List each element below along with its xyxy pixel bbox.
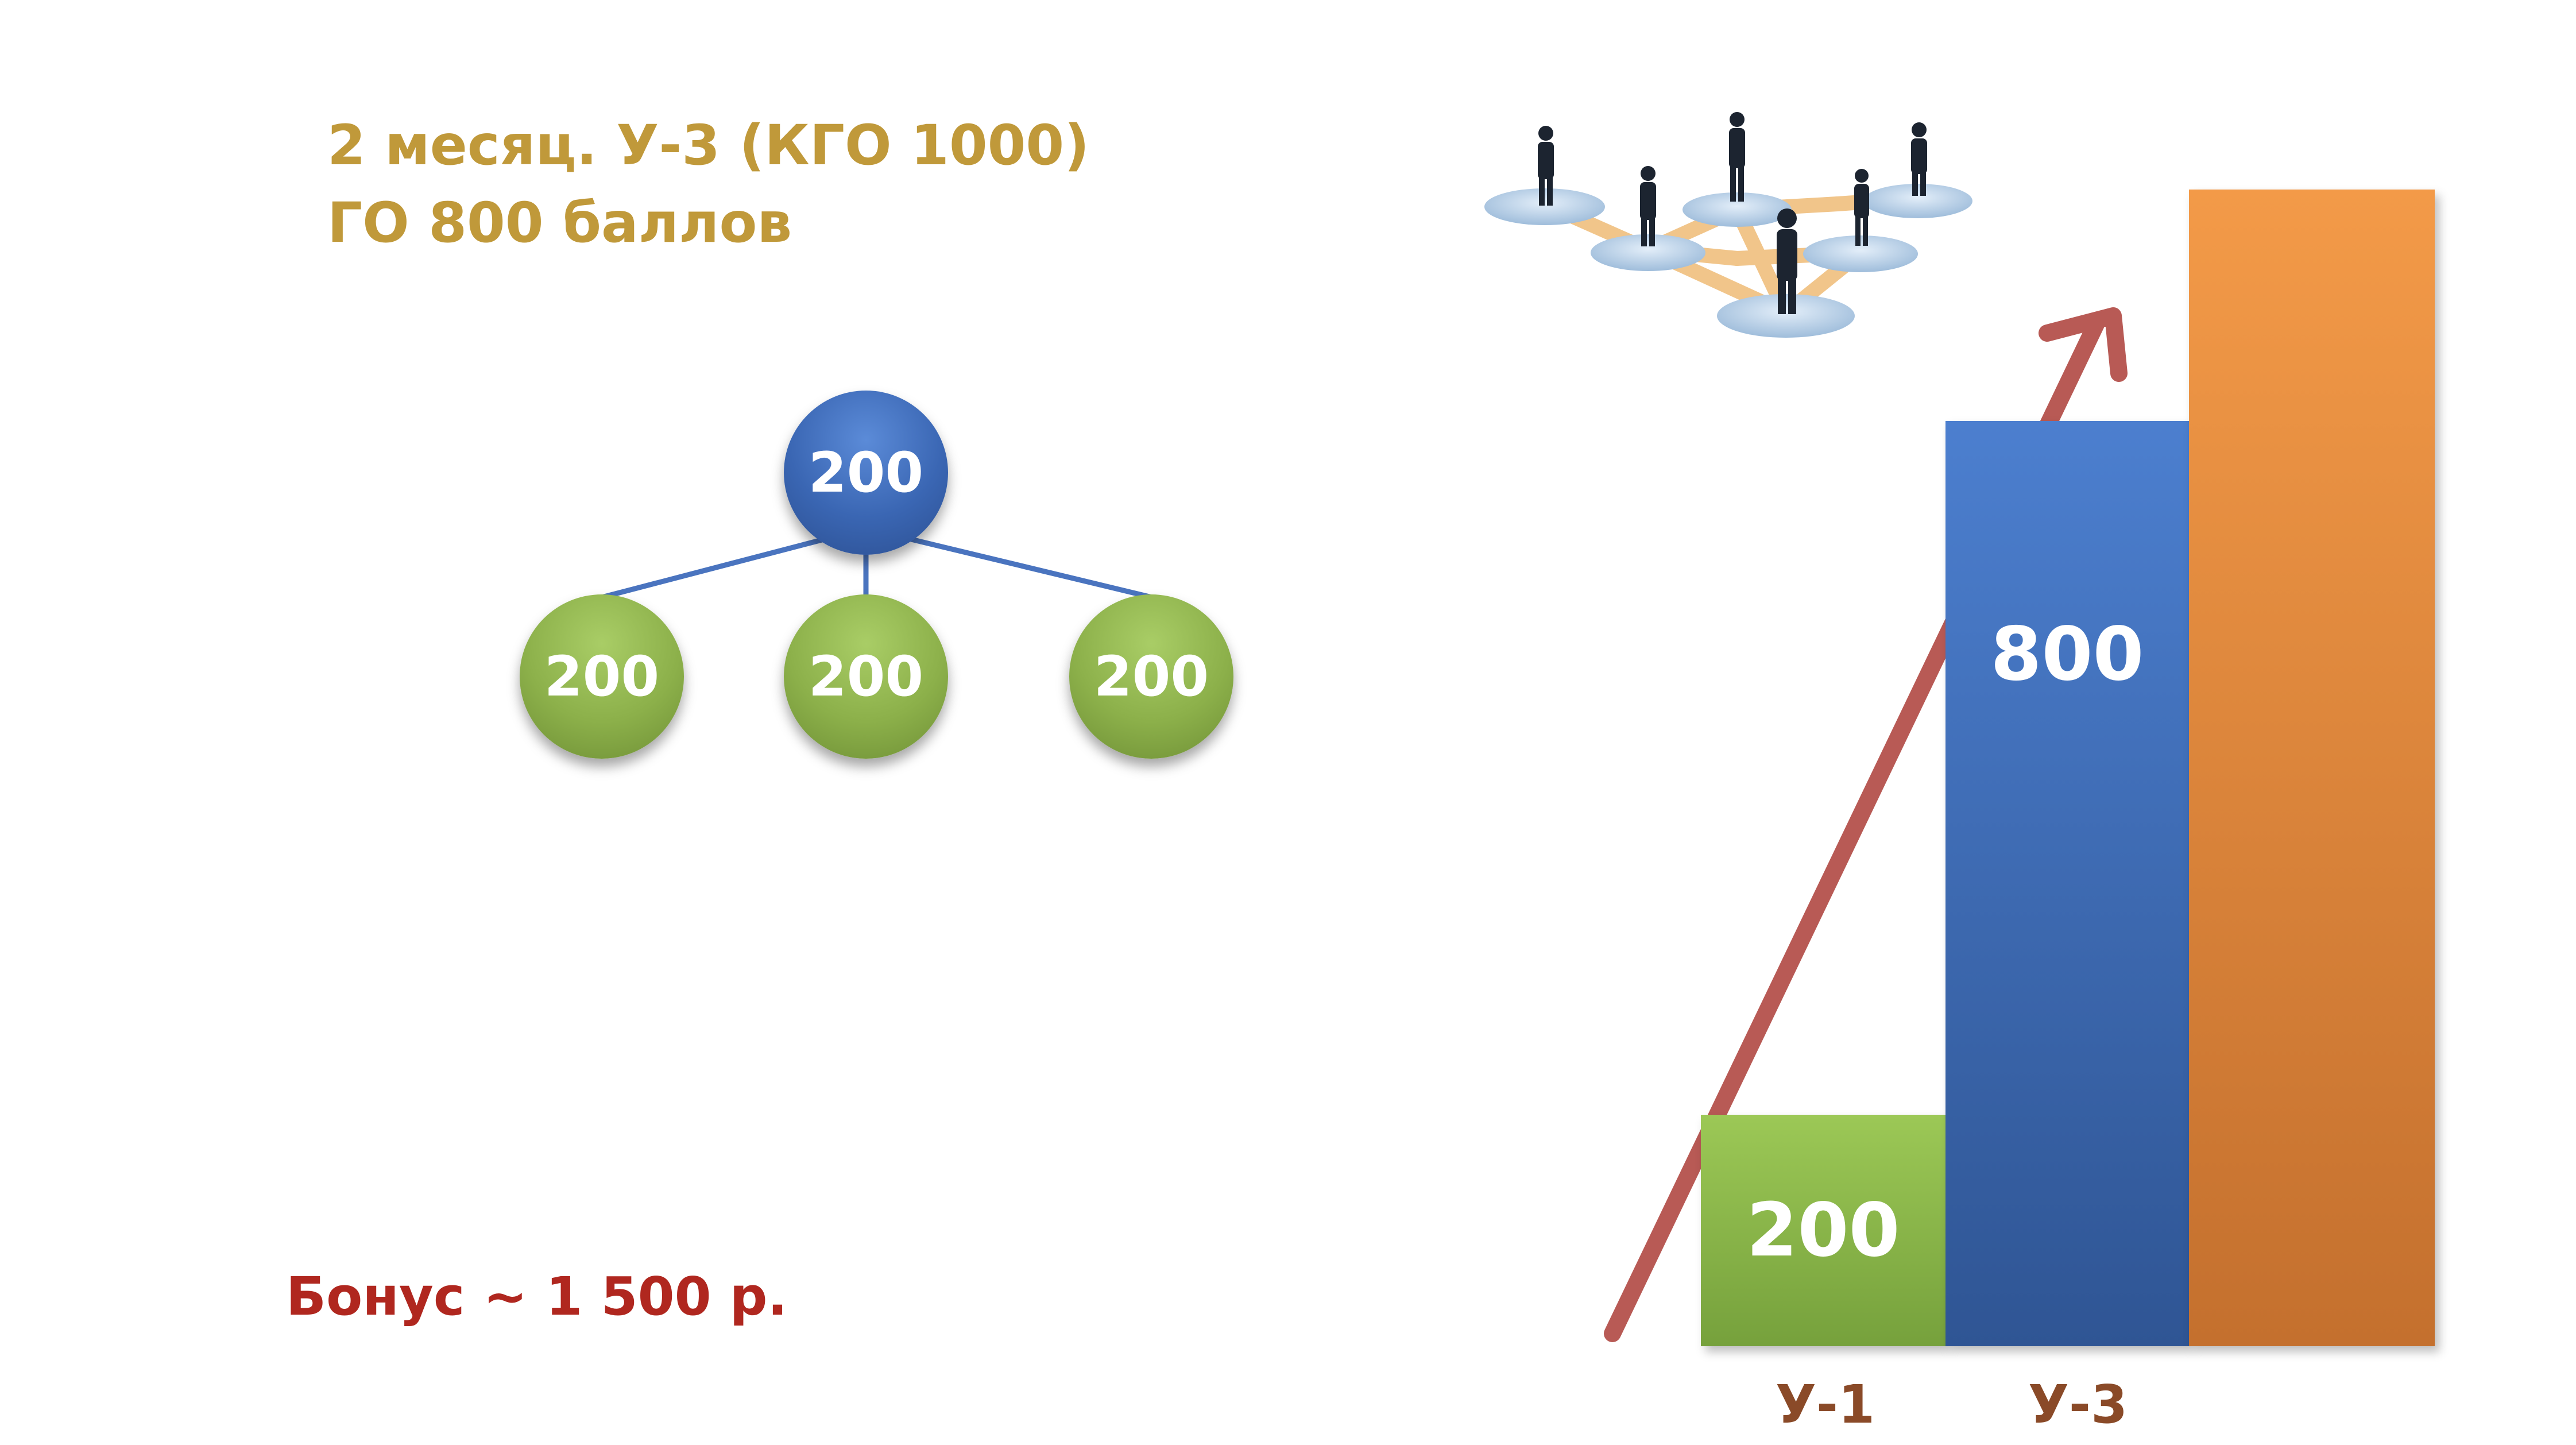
x-tick-label-u1: У-1	[1776, 1374, 1875, 1435]
page-title: 2 месяц. У-3 (КГО 1000)	[327, 113, 1090, 177]
tree-child-node-2: 200	[784, 594, 948, 759]
page-subtitle: ГО 800 баллов	[327, 191, 792, 255]
tree-child-node-3: 200	[1069, 594, 1233, 759]
business-network-icon	[1484, 112, 1972, 338]
tree-root-node: 200	[784, 391, 948, 555]
bar-u3: 800	[1945, 421, 2189, 1346]
bar-u1: 200	[1701, 1115, 1945, 1346]
tree-child-node-1: 200	[520, 594, 684, 759]
bonus-text: Бонус ~ 1 500 р.	[286, 1266, 788, 1327]
x-tick-label-u3: У-3	[2028, 1374, 2128, 1435]
bar-target	[2189, 190, 2435, 1346]
